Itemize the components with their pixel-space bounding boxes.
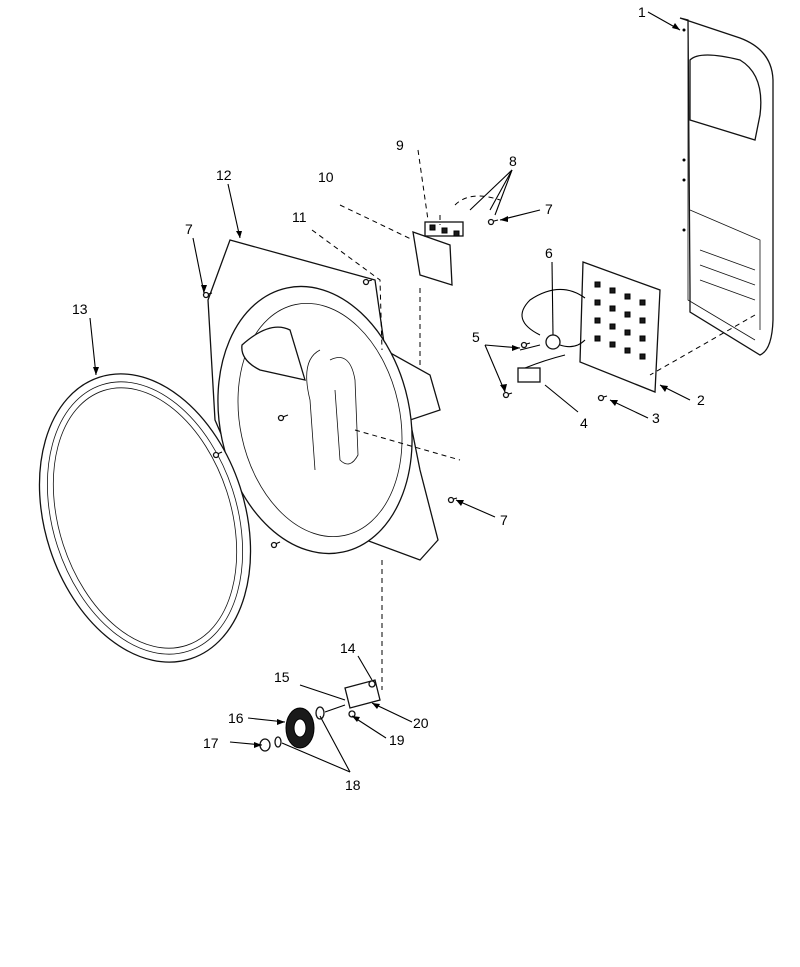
callout-11: 11 [292, 209, 307, 225]
callout-14: 14 [340, 640, 356, 656]
callout-17: 17 [203, 735, 219, 751]
heater-plate-studs [594, 281, 646, 360]
callout-3: 3 [652, 410, 660, 426]
callout-7-lower: 7 [500, 512, 508, 528]
callout-4: 4 [580, 415, 588, 431]
callout-8: 8 [509, 153, 517, 169]
callout-5: 5 [472, 329, 480, 345]
callout-2: 2 [697, 392, 705, 408]
callout-15: 15 [274, 669, 290, 685]
callout-18: 18 [345, 777, 361, 793]
front-bulkhead [207, 239, 441, 561]
roller-assembly [259, 679, 381, 752]
screws [202, 218, 608, 549]
callout-9: 9 [396, 137, 404, 153]
heater-plate [579, 261, 661, 393]
rear-panel [679, 17, 774, 356]
callout-13: 13 [72, 301, 88, 317]
arrowheads [93, 23, 680, 748]
callout-19: 19 [389, 732, 405, 748]
callout-12: 12 [216, 167, 232, 183]
callout-1: 1 [638, 4, 646, 20]
callout-6: 6 [545, 245, 553, 261]
callout-7-upper-right: 7 [545, 201, 553, 217]
alignment-lines [311, 149, 756, 690]
callout-7-left: 7 [185, 221, 193, 237]
callout-16: 16 [228, 710, 244, 726]
door-seal-ring [38, 373, 252, 663]
terminal-block-bracket [412, 195, 501, 286]
callout-labels: 1 2 3 4 5 6 7 7 7 8 9 10 11 12 13 14 15 … [72, 4, 705, 793]
callout-10: 10 [318, 169, 334, 185]
callout-20: 20 [413, 715, 429, 731]
thermostat-assembly [517, 288, 586, 383]
